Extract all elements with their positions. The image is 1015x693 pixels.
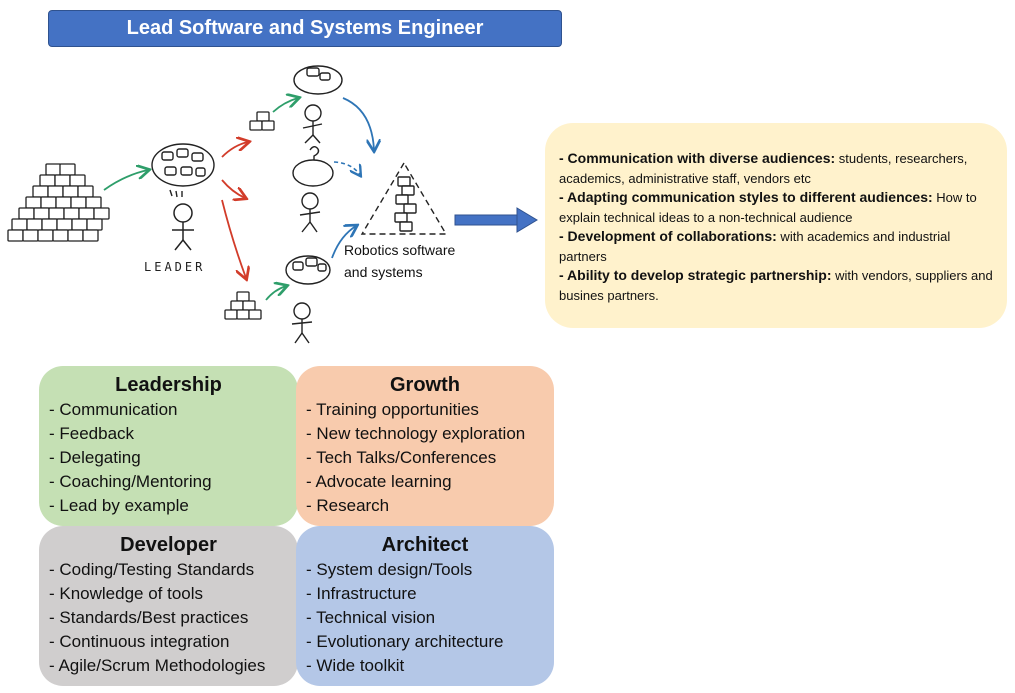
list-item: - Lead by example (49, 496, 189, 515)
architect-quadrant: Architect - System design/Tools - Infras… (296, 526, 554, 686)
growth-quadrant: Growth - Training opportunities - New te… (296, 366, 554, 526)
callout-item: - Communication with diverse audiences: … (559, 150, 968, 186)
team-member-bottom (285, 255, 331, 344)
callout-item: - Adapting communication styles to diffe… (559, 189, 977, 225)
leadership-title: Leadership (115, 374, 222, 396)
list-item: - Feedback (49, 424, 135, 443)
list-item: - Evolutionary architecture (306, 632, 504, 651)
list-item: - Training opportunities (306, 400, 479, 419)
list-item: - Technical vision (306, 608, 436, 627)
list-item: - Standards/Best practices (49, 608, 249, 627)
growth-title: Growth (390, 374, 460, 396)
block-pyramid-large (7, 163, 110, 242)
page-title: Lead Software and Systems Engineer (126, 17, 484, 39)
callout-item: - Development of collaborations: with ac… (559, 228, 951, 264)
architect-title: Architect (381, 534, 469, 556)
list-item: - Delegating (49, 448, 141, 467)
team-member-top (293, 65, 343, 144)
developer-title: Developer (120, 534, 217, 556)
list-item: - Coaching/Mentoring (49, 472, 212, 491)
leader-thought-bubble (151, 143, 215, 198)
robotics-label-line2: and systems (344, 264, 423, 280)
robotics-label-line1: Robotics software (344, 242, 456, 258)
list-item: - New technology exploration (306, 424, 526, 443)
callout-item: - Ability to develop strategic partnersh… (559, 267, 993, 303)
robotics-triangle (360, 161, 448, 235)
team-member-middle (292, 146, 334, 233)
list-item: - Wide toolkit (306, 656, 405, 675)
list-item: - Tech Talks/Conferences (306, 448, 497, 467)
list-item: - Infrastructure (306, 584, 417, 603)
small-block-pile-bottom (224, 291, 262, 320)
list-item: - Knowledge of tools (49, 584, 204, 603)
title-banner: Lead Software and Systems Engineer (48, 10, 562, 47)
list-item: - Advocate learning (306, 472, 452, 491)
list-item: - Agile/Scrum Methodologies (49, 656, 266, 675)
communication-callout: - Communication with diverse audiences: … (545, 123, 1007, 328)
list-item: - Coding/Testing Standards (49, 560, 255, 579)
leader-stick-figure (172, 203, 194, 251)
leadership-quadrant: Leadership - Communication - Feedback - … (39, 366, 298, 526)
right-arrow-icon (454, 207, 538, 233)
leader-caption: LEADER (144, 260, 206, 274)
developer-quadrant: Developer - Coding/Testing Standards - K… (39, 526, 298, 686)
list-item: - Continuous integration (49, 632, 230, 651)
list-item: - Research (306, 496, 390, 515)
list-item: - System design/Tools (306, 560, 473, 579)
small-block-pile-top (249, 111, 275, 131)
list-item: - Communication (49, 400, 178, 419)
